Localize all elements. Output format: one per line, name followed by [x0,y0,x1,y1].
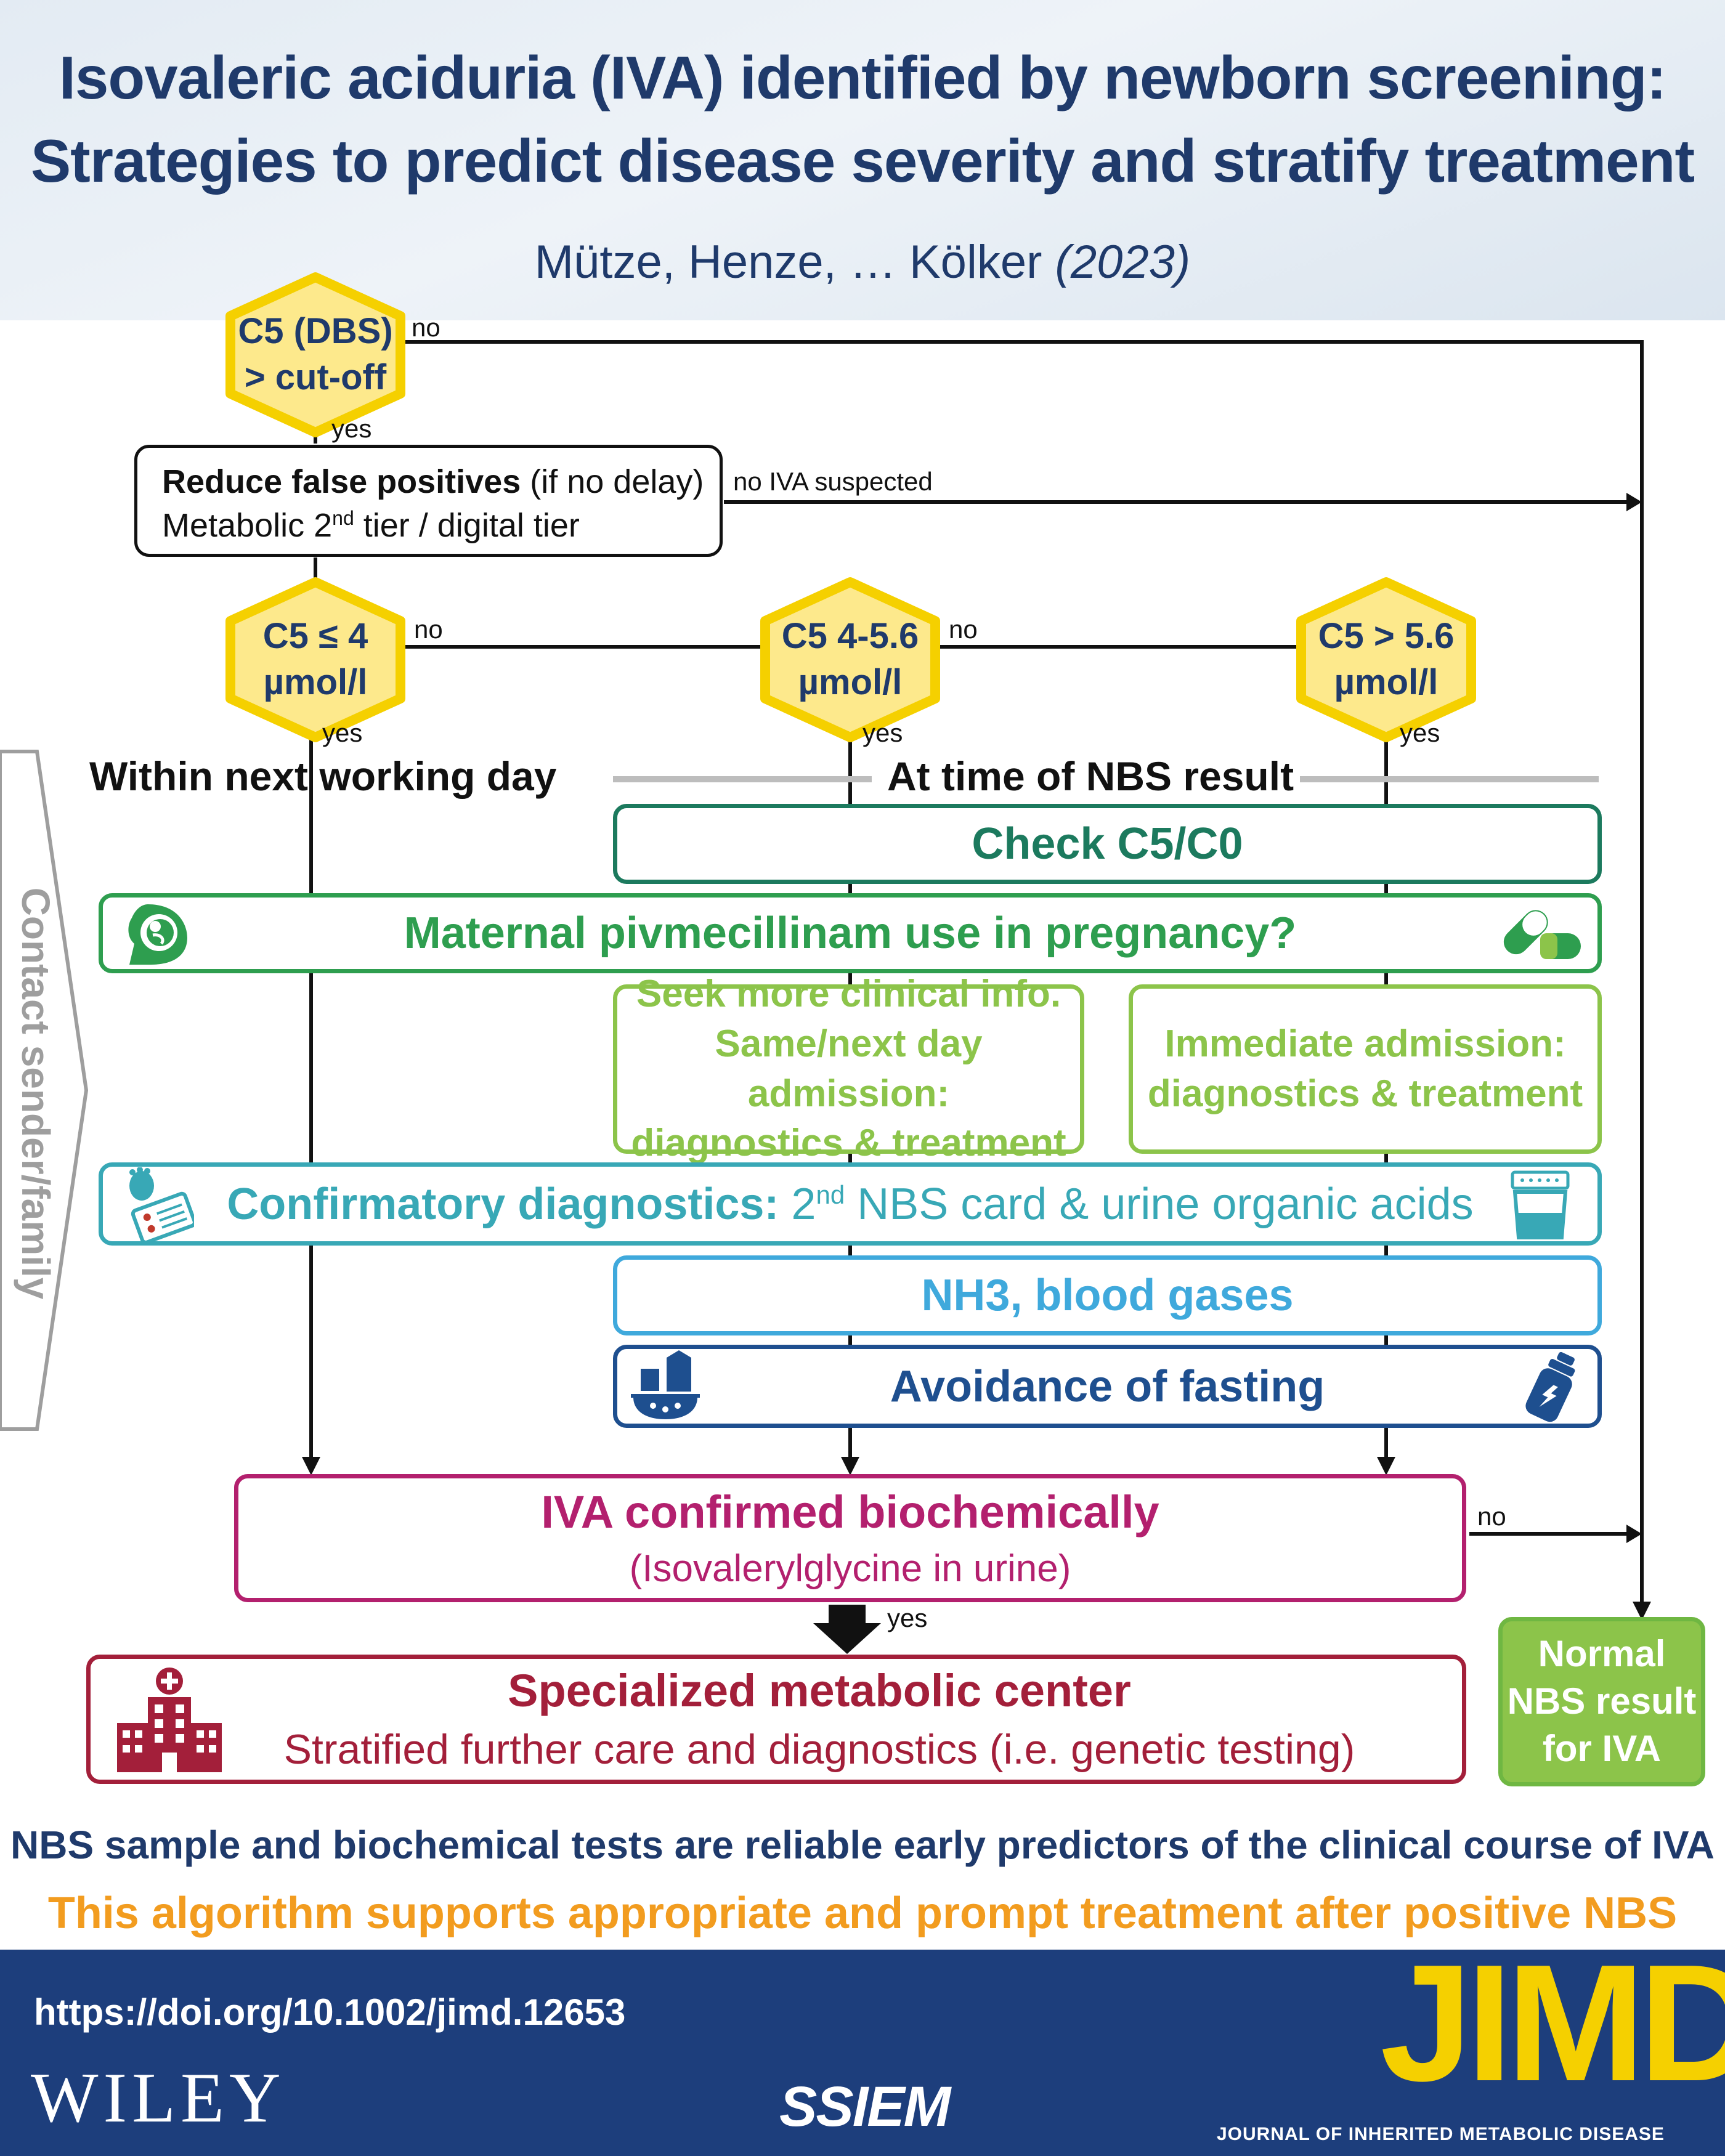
decision-c5-dbs: C5 (DBS) > cut-off [230,290,400,419]
confirmatory-post: NBS card & urine organic acids [845,1179,1474,1229]
hospital-icon [117,1668,222,1772]
publication-year: (2023) [1055,236,1191,288]
decision-c5-low-line2: µmol/l [263,662,368,702]
immediate-admission-box: Immediate admission: diagnostics & treat… [1129,984,1602,1154]
foot-card-icon [129,1167,194,1241]
seek-info-box: Seek more clinical info. Same/next day a… [613,973,1084,1164]
urine-cup-icon [1511,1170,1570,1239]
center-title: Specialized metabolic center [508,1665,1131,1717]
hexagon-c5-low [225,577,405,742]
label-no-confirmed: no [1477,1502,1506,1531]
center-sub: Stratified further care and diagnostics … [283,1726,1355,1773]
confirmatory-bold: Confirmatory diagnostics: [227,1179,779,1229]
reduce-bold: Reduce false positives [162,463,521,500]
normal-line-1: Normal [1538,1633,1666,1675]
normal-line-2: NBS result [1507,1680,1697,1722]
confirmatory-box: Confirmatory diagnostics: 2nd NBS card &… [99,1162,1602,1246]
jimd-logo: JIMD [1380,1931,1725,2116]
decision-c5-high-line1: C5 > 5.6 [1318,615,1455,656]
arrowhead-low [302,1457,320,1475]
seek-line-2: Same/next day admission: [715,1022,983,1115]
reduce-line2-post: tier / digital tier [354,507,580,545]
confirmatory-text: Confirmatory diagnostics: 2nd NBS card &… [227,1179,1473,1230]
immediate-line-2: diagnostics & treatment [1147,1072,1583,1115]
check-c5-c0-box: Check C5/C0 [613,804,1602,884]
iva-confirmed-box: IVA confirmed biochemically (Isovalerylg… [234,1474,1466,1602]
normal-line-3: for IVA [1542,1727,1662,1769]
side-arrow-shape [0,750,89,1431]
reduce-line-2: Metabolic 2nd tier / digital tier [162,504,720,548]
arrowhead-no-confirmed [1626,1525,1642,1543]
reduce-line2-sup: nd [332,507,354,530]
seek-line-1: Seek more clinical info. [636,973,1061,1016]
normal-result-box: Normal NBS result for IVA [1498,1617,1705,1786]
no-path-top [404,340,1644,1611]
label-yes-1: yes [331,414,372,443]
side-label: Contact sender/family [14,887,58,1300]
label-yes-low: yes [322,718,363,747]
arrowhead-mid [841,1457,859,1475]
decision-c5-low-line1: C5 ≤ 4 [262,615,368,656]
title-line-1: Isovaleric aciduria (IVA) identified by … [59,44,1667,111]
conclusion-2: This algorithm supports appropriate and … [47,1889,1678,1938]
decision-c5-high: C5 > 5.6 µmol/l [1301,594,1471,724]
ssiem-logo: SSIEM [779,2075,951,2138]
arrowhead-high [1377,1457,1395,1475]
seek-line-3: diagnostics & treatment [631,1122,1066,1165]
conclusion-1: NBS sample and biochemical tests are rel… [10,1823,1715,1867]
label-no-1: no [412,313,440,342]
nh3-box: NH3, blood gases [613,1255,1602,1335]
arrow-yes-thick [813,1605,881,1654]
maternal-box: Maternal pivmecillinam use in pregnancy? [99,893,1602,973]
hexagon-c5-high [1296,577,1476,742]
label-yes-mid: yes [862,718,903,747]
immediate-line-1: Immediate admission: [1164,1022,1566,1065]
pregnancy-icon [128,904,187,965]
authors: Mütze, Henze, … Kölker (2023) [0,235,1725,289]
wiley-logo: WILEY [31,2059,286,2138]
label-no-mid: no [949,615,978,644]
timing-right: At time of NBS result [881,753,1301,800]
decision-c5-mid: C5 4-5.6 µmol/l [765,594,935,724]
capsule-icon [1503,910,1581,959]
iva-confirmed-sub: (Isovalerylglycine in urine) [629,1547,1071,1591]
author-names: Mütze, Henze, … Kölker [534,236,1042,288]
arrowhead-normal [1633,1602,1651,1620]
arrowhead-no-iva [1626,493,1642,511]
hexagon-c5-dbs [225,272,405,437]
hexagon-c5-mid [760,577,940,742]
journal-name: JOURNAL OF INHERITED METABOLIC DISEASE [1217,2124,1665,2144]
label-no-low: no [414,615,443,644]
decision-c5-dbs-line1: C5 (DBS) [238,310,393,351]
fasting-box: Avoidance of fasting [613,1345,1602,1428]
doi-link[interactable]: https://doi.org/10.1002/jimd.12653 [34,1992,626,2033]
decision-c5-dbs-line2: > cut-off [244,357,387,397]
reduce-note: (if no delay) [521,463,704,500]
label-yes-confirmed: yes [887,1603,928,1632]
decision-c5-mid-line1: C5 4-5.6 [781,615,919,656]
iva-confirmed-title: IVA confirmed biochemically [541,1486,1159,1538]
decision-c5-low: C5 ≤ 4 µmol/l [230,594,400,724]
nh3-label: NH3, blood gases [921,1271,1294,1320]
reduce-line2-pre: Metabolic 2 [162,507,333,545]
header-background [0,0,1725,320]
timing-left: Within next working day [89,753,557,799]
confirmatory-pre: 2 [779,1179,816,1229]
label-yes-high: yes [1400,718,1440,747]
footer-bar [0,1950,1725,2156]
decision-c5-high-line2: µmol/l [1334,662,1439,702]
reduce-false-positives-box: Reduce false positives (if no delay) Met… [134,445,723,557]
bottle-icon [1525,1352,1575,1422]
reduce-line-1: Reduce false positives (if no delay) [162,460,720,504]
fasting-label: Avoidance of fasting [890,1361,1325,1411]
label-no-iva-suspected: no IVA suspected [733,467,933,496]
food-icon [631,1350,700,1419]
title-line-2: Strategies to predict disease severity a… [30,127,1695,195]
maternal-label: Maternal pivmecillinam use in pregnancy? [404,909,1297,958]
confirmatory-sup: nd [816,1180,845,1209]
decision-c5-mid-line2: µmol/l [798,662,903,702]
metabolic-center-box: Specialized metabolic center Stratified … [86,1655,1466,1784]
check-c5-c0-label: Check C5/C0 [972,819,1243,869]
